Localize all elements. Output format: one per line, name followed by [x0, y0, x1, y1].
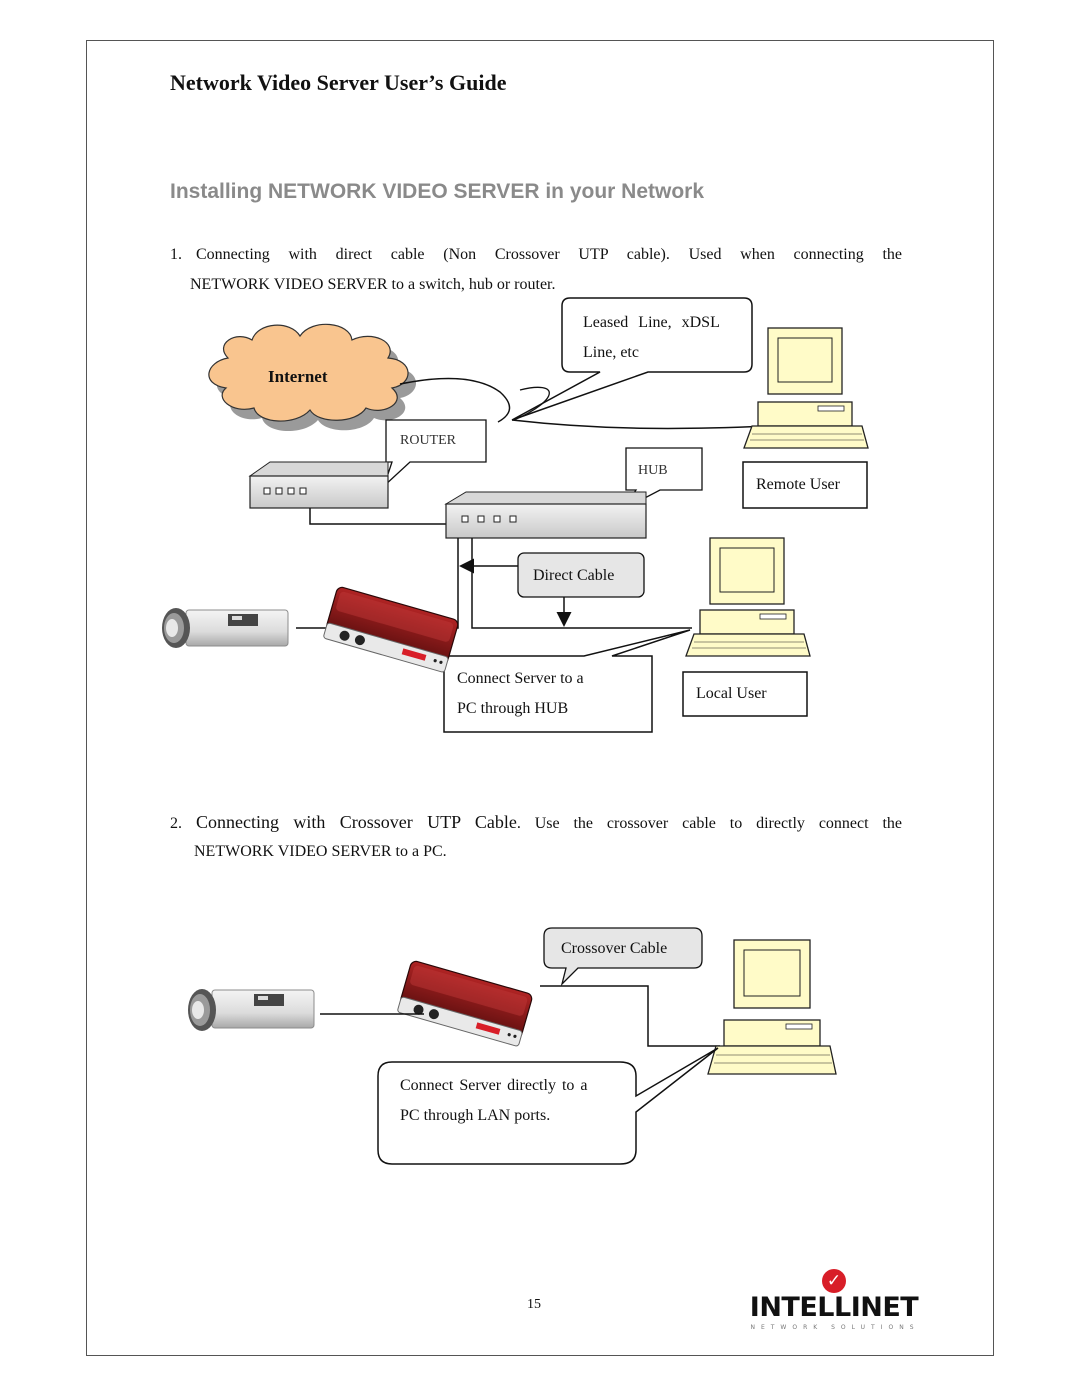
internet-cloud-icon [208, 323, 417, 432]
remote-user-label: Remote User [756, 476, 840, 493]
step2-rest: . Use the crossover cable to directly co… [516, 815, 902, 832]
crossover-cable-box [543, 927, 703, 987]
local-user-box [682, 671, 808, 717]
remote-user-box [742, 461, 868, 509]
connect-hub-label-1: Connect Server to a [457, 670, 584, 687]
hub-icon [444, 491, 647, 539]
direct-cable-label: Direct Cable [533, 567, 615, 584]
local-user-label: Local User [696, 685, 767, 702]
step2-line2: NETWORK VIDEO SERVER to a PC. [194, 843, 447, 860]
intellinet-logo: ✓ INTELLINET NETWORK SOLUTIONS [748, 1266, 920, 1336]
connect-hub-callout [443, 629, 691, 733]
page-number: 15 [527, 1297, 541, 1312]
step2-number: 2. [170, 815, 182, 832]
connect-direct-label-2: PC through LAN ports. [400, 1107, 551, 1124]
video-server-icon [397, 960, 533, 1047]
connect-direct-callout [377, 1047, 719, 1165]
router-label: ROUTER [400, 433, 456, 448]
page-frame [86, 40, 994, 1356]
local-computer-icon [685, 537, 811, 657]
video-server-icon [323, 586, 459, 673]
connect-direct-label-1: Connect Server directly to a [400, 1077, 588, 1094]
logo-text: INTELLINET [749, 1292, 919, 1323]
leased-line-callout [511, 297, 753, 421]
checkmark-icon: ✓ [822, 1269, 846, 1293]
logo-subtext: NETWORK SOLUTIONS [750, 1324, 920, 1331]
guide-title: Network Video Server User’s Guide [170, 70, 507, 95]
leased-line-label-2: Line, etc [583, 344, 639, 361]
hub-label: HUB [638, 463, 668, 478]
step2-line1: 2. Connecting with Crossover UTP Cable. U… [170, 808, 902, 838]
step1-text: Connecting with direct cable (Non Crosso… [196, 246, 902, 263]
step1-line2: NETWORK VIDEO SERVER to a switch, hub or… [190, 276, 556, 293]
leased-line-label-1: Leased Line, xDSL [583, 314, 720, 331]
router-icon [248, 461, 389, 509]
step1-number: 1. [170, 246, 182, 263]
crossover-cable-label: Crossover Cable [561, 940, 668, 957]
remote-computer-icon [743, 327, 869, 449]
internet-label: Internet [268, 367, 328, 386]
step1-line1: 1. Connecting with direct cable (Non Cros… [170, 240, 902, 269]
computer-icon [707, 939, 837, 1075]
step2-lead: Connecting with Crossover UTP Cable [196, 812, 517, 832]
direct-cable-box [517, 552, 645, 598]
connect-hub-label-2: PC through HUB [457, 700, 569, 717]
camera-icon [188, 989, 315, 1031]
camera-icon [162, 608, 289, 648]
section-title: Installing NETWORK VIDEO SERVER in your … [170, 180, 705, 203]
